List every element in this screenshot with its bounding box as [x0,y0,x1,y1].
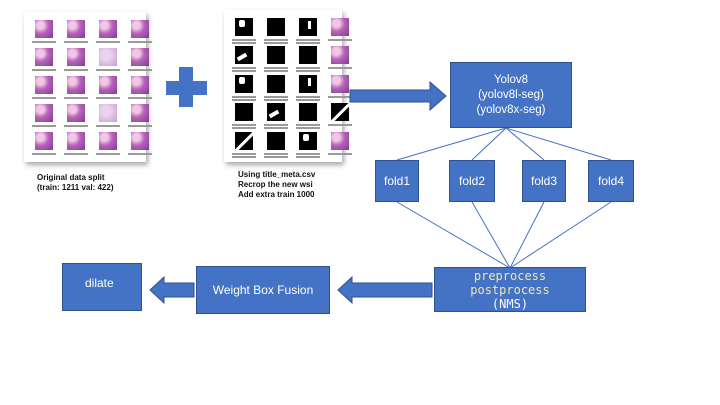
left-arrow-icon [149,275,195,305]
thumbnail [264,103,288,127]
fold-box-1: fold1 [375,160,419,202]
caption-line: Original data split [37,173,105,182]
preprocess-label: preprocess [473,268,547,283]
connector [396,201,511,269]
dilate-box: dilate [62,263,142,311]
thumbnail [328,46,352,70]
yolov8-model-box: Yolov8 (yolov8l-seg) (yolov8x-seg) [450,62,572,128]
thumbnail [96,20,120,44]
thumbnail [296,46,320,70]
connector [505,127,545,161]
fold-label: fold1 [383,174,411,188]
weight-box-fusion-box: Weight Box Fusion [196,266,330,314]
dilate-label: dilate [85,276,114,290]
thumbnail [64,76,88,100]
thumbnail [232,18,256,42]
thumbnail [128,76,152,100]
postprocess-label: postprocess(NMS) [470,283,549,311]
thumbnail [296,18,320,42]
fold-box-2: fold2 [449,160,495,202]
original-data-thumbnails [24,12,152,162]
mask-caption: Using title_meta.csv Recrop the new wsi … [238,170,315,200]
thumbnail [264,74,288,99]
fold-box-3: fold3 [522,160,566,202]
thumbnail [64,20,88,44]
right-arrow-icon [349,80,447,112]
thumbnail [64,132,88,156]
model-variant: (yolov8x-seg) [476,103,546,116]
thumbnail [232,46,256,70]
mask-thumbnails [224,10,352,162]
thumbnail [328,74,352,99]
caption-line: Recrop the new wsi [238,180,313,189]
model-name: Yolov8 [493,73,529,86]
thumbnail [264,131,288,156]
caption-line: Add extra train 1000 [238,190,315,199]
thumbnail [128,48,152,72]
thumbnail [232,74,256,99]
thumbnail [296,103,320,127]
original-data-caption: Original data split (train: 1211 val: 42… [37,173,113,193]
left-arrow-icon [337,275,433,305]
thumbnail [328,131,352,156]
thumbnail [64,104,88,128]
connector [471,201,511,269]
thumbnail [328,18,352,42]
connector [396,127,507,161]
postprocess-word: postprocess [470,282,550,297]
thumbnail [64,48,88,72]
fusion-label: Weight Box Fusion [212,283,314,297]
thumbnail [96,48,120,72]
thumbnail [96,132,120,156]
connector [509,201,545,269]
plus-icon [179,67,193,107]
thumbnail [328,103,352,127]
nms-label: (NMS) [491,296,529,311]
thumbnail [128,132,152,156]
pre-post-process-box: preprocess postprocess(NMS) [434,267,586,312]
thumbnail [32,104,56,128]
thumbnail [128,104,152,128]
connector [509,201,612,269]
thumbnail [96,76,120,100]
thumbnail [296,74,320,99]
thumbnail [296,131,320,156]
fold-label: fold3 [530,174,558,188]
caption-line: Using title_meta.csv [238,170,316,179]
model-variant: (yolov8l-seg) [478,88,544,101]
thumbnail [128,20,152,44]
thumbnail [96,104,120,128]
thumbnail [32,76,56,100]
thumbnail [32,132,56,156]
fold-label: fold4 [597,174,625,188]
fold-label: fold2 [458,174,486,188]
thumbnail [264,18,288,42]
caption-line: (train: 1211 val: 422) [37,183,114,192]
fold-box-4: fold4 [588,160,634,202]
connector [471,127,507,161]
connector [505,127,612,161]
thumbnail [232,103,256,127]
thumbnail [32,48,56,72]
thumbnail [32,20,56,44]
thumbnail [232,131,256,156]
thumbnail [264,46,288,70]
he-image-grid [32,20,152,156]
mask-image-grid [232,18,352,156]
